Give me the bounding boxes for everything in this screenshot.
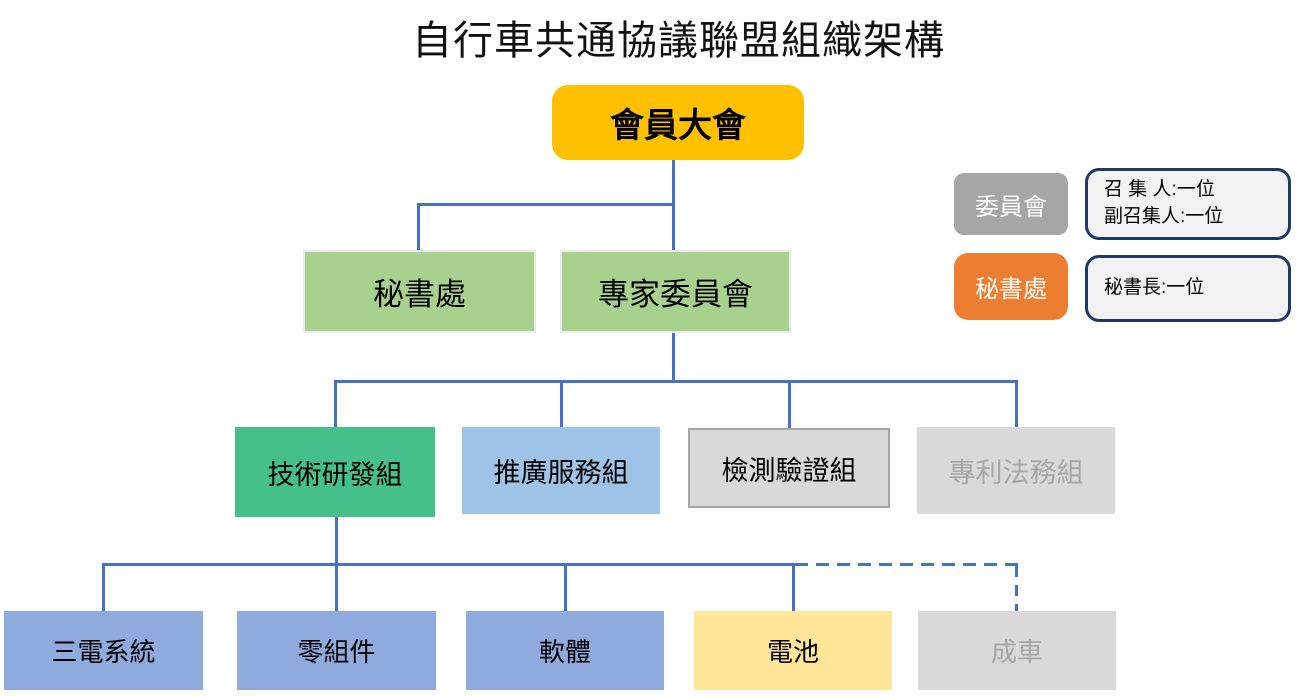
connector-level3-horizontal — [334, 380, 1018, 383]
legend-note-secretariat-line1: 秘書長:一位 — [1104, 277, 1205, 299]
org-node-member-assembly: 會員大會 — [552, 85, 804, 160]
connector-drop-patent — [1015, 380, 1018, 427]
connector-drop-battery — [792, 563, 795, 611]
org-node-battery: 電池 — [694, 611, 892, 690]
connector-level2-horizontal — [417, 203, 675, 206]
legend-note-secretariat: 秘書長:一位 — [1085, 255, 1291, 322]
connector-drop-three-electric — [102, 563, 105, 611]
connector-drop-testing — [788, 380, 791, 428]
org-node-tech-rd-group: 技術研發組 — [235, 427, 435, 517]
connector-dashed-drop-complete-vehicle — [1015, 566, 1018, 611]
connector-dashed-horizontal — [795, 563, 1018, 566]
connector-drop-promotion — [560, 380, 563, 427]
org-node-three-electric-system: 三電系統 — [4, 611, 203, 690]
legend-chip-secretariat: 秘書處 — [954, 253, 1068, 320]
legend-note-committee-line2: 副召集人:一位 — [1104, 206, 1224, 227]
connector-drop-software — [564, 563, 567, 611]
org-node-promotion-service-group: 推廣服務組 — [462, 427, 660, 514]
org-node-components: 零組件 — [237, 611, 436, 690]
connector-drop-secretariat — [417, 203, 420, 250]
legend-note-committee: 召 集 人:一位 副召集人:一位 — [1085, 168, 1291, 240]
org-node-testing-certification-group: 檢測驗證組 — [688, 428, 890, 508]
org-node-secretariat: 秘書處 — [303, 250, 536, 333]
connector-drop-tech-rd — [334, 380, 337, 427]
org-node-expert-committee: 專家委員會 — [560, 250, 791, 333]
org-node-patent-legal-group: 專利法務組 — [917, 427, 1115, 514]
org-node-complete-vehicle: 成車 — [918, 611, 1116, 690]
legend-note-committee-line1: 召 集 人:一位 — [1104, 179, 1215, 201]
connector-expert-down — [672, 333, 675, 381]
org-node-software: 軟體 — [466, 611, 664, 690]
legend-chip-committee: 委員會 — [954, 173, 1068, 235]
chart-title: 自行車共通協議聯盟組織架構 — [412, 19, 945, 63]
connector-level4-horizontal — [102, 563, 795, 566]
